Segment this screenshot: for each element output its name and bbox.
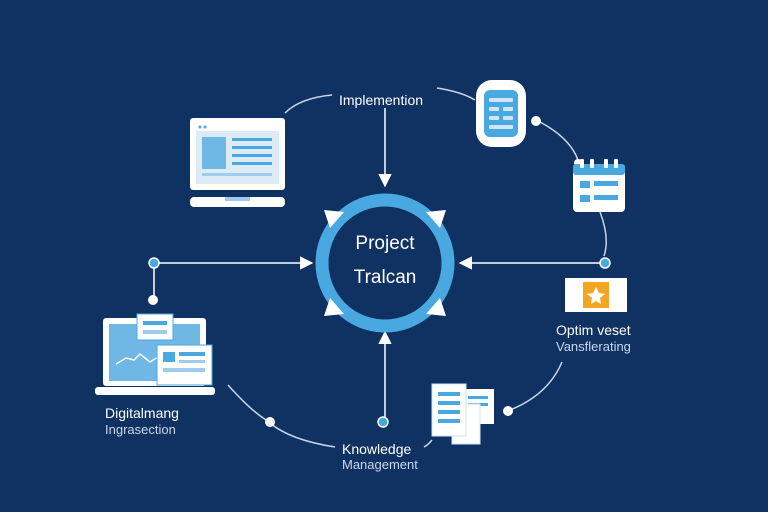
connector-arcs — [227, 87, 607, 448]
label-left-subtitle: Ingrasection — [105, 422, 176, 437]
arc-phone-to-calendar — [539, 121, 579, 161]
hub-arrow-nw — [324, 210, 344, 228]
hub-ring — [315, 193, 455, 333]
arc-top-right — [436, 87, 476, 101]
star-card-icon — [565, 278, 627, 312]
dot-right-blue — [599, 257, 611, 269]
dot-bottom — [377, 416, 389, 428]
dot-left-blue — [148, 257, 160, 269]
connector-dots — [148, 116, 611, 428]
hub-title-line2: Tralcan — [353, 267, 417, 288]
hub-arrow-se — [426, 298, 446, 316]
dot-docs — [503, 406, 513, 416]
arc-calendar-to-dot — [599, 211, 607, 257]
label-bottom-title: Knowledge — [342, 441, 412, 457]
arc-docs-to-label — [423, 439, 433, 448]
label-bottom-subtitle: Management — [342, 457, 418, 472]
dot-top-right — [531, 116, 541, 126]
calendar-icon — [573, 159, 625, 212]
arc-right-to-docs — [509, 361, 563, 411]
hub-arrow-ne — [426, 210, 446, 228]
laptop-icon — [95, 313, 215, 395]
documents-icon — [431, 383, 494, 445]
label-right-title: Optim veset — [556, 322, 631, 338]
arc-left-lower — [227, 384, 269, 422]
label-right-subtitle: Vansflerating — [556, 339, 631, 354]
dot-left-white — [148, 295, 158, 305]
arrow-lines — [153, 108, 604, 420]
label-implementation: Implemention — [339, 92, 424, 108]
arc-top-left — [284, 94, 333, 114]
label-left-title: Digitalmang — [105, 405, 179, 421]
phone-icon — [476, 80, 526, 147]
monitor-icon — [190, 118, 285, 207]
hub-arrow-sw — [324, 298, 344, 316]
hub-title-line1: Project — [355, 233, 415, 254]
arc-bottom-left — [269, 422, 336, 448]
dot-bottom-left — [265, 417, 275, 427]
